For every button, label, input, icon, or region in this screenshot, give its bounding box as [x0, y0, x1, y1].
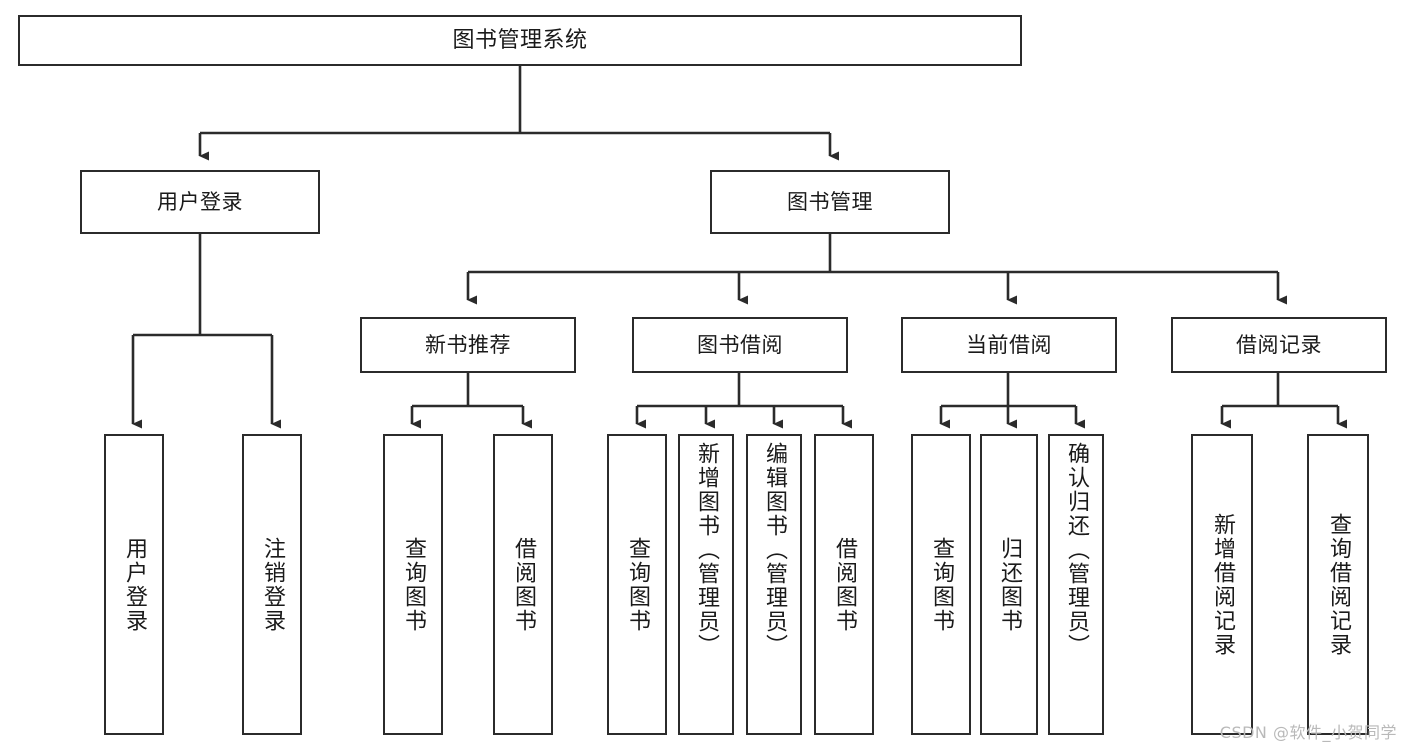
node-borrow-record-label: 借阅记录 [1236, 332, 1322, 357]
node-leaf-query-book-3[interactable]: 查询图书 [911, 434, 971, 735]
node-root-label: 图书管理系统 [452, 27, 588, 53]
node-leaf-add-record-label: 新增借阅记录 [1210, 512, 1235, 657]
node-leaf-return-book[interactable]: 归还图书 [980, 434, 1038, 735]
node-leaf-logout-label: 注销登录 [260, 536, 285, 633]
node-leaf-user-login[interactable]: 用户登录 [104, 434, 164, 735]
node-leaf-query-book-3-label: 查询图书 [929, 536, 954, 633]
node-borrow-record[interactable]: 借阅记录 [1171, 317, 1387, 373]
node-leaf-edit-book[interactable]: 编辑图书（管理员） [746, 434, 802, 735]
node-current-borrow-label: 当前借阅 [966, 332, 1052, 357]
node-leaf-logout[interactable]: 注销登录 [242, 434, 302, 735]
node-leaf-add-book[interactable]: 新增图书（管理员） [678, 434, 734, 735]
node-new-book-rec[interactable]: 新书推荐 [360, 317, 576, 373]
node-leaf-edit-book-label: 编辑图书（管理员） [762, 442, 787, 658]
node-leaf-query-record[interactable]: 查询借阅记录 [1307, 434, 1369, 735]
node-leaf-borrow-book-1-label: 借阅图书 [511, 536, 536, 633]
node-leaf-user-login-label: 用户登录 [122, 536, 147, 633]
node-book-borrow[interactable]: 图书借阅 [632, 317, 848, 373]
node-leaf-query-book-1-label: 查询图书 [401, 536, 426, 633]
node-leaf-confirm-return[interactable]: 确认归还（管理员） [1048, 434, 1104, 735]
node-leaf-add-book-label: 新增图书（管理员） [694, 442, 719, 658]
node-leaf-query-record-label: 查询借阅记录 [1326, 512, 1351, 657]
node-leaf-query-book-2[interactable]: 查询图书 [607, 434, 667, 735]
node-leaf-confirm-return-label: 确认归还（管理员） [1064, 442, 1089, 658]
watermark: CSDN @软件_小贺同学 [1219, 723, 1397, 742]
node-leaf-borrow-book-2[interactable]: 借阅图书 [814, 434, 874, 735]
node-user-login-label: 用户登录 [157, 189, 243, 214]
node-leaf-query-book-1[interactable]: 查询图书 [383, 434, 443, 735]
node-book-manage[interactable]: 图书管理 [710, 170, 950, 234]
node-leaf-borrow-book-2-label: 借阅图书 [832, 536, 857, 633]
node-book-manage-label: 图书管理 [787, 189, 873, 214]
node-current-borrow[interactable]: 当前借阅 [901, 317, 1117, 373]
node-leaf-borrow-book-1[interactable]: 借阅图书 [493, 434, 553, 735]
node-user-login[interactable]: 用户登录 [80, 170, 320, 234]
node-leaf-return-book-label: 归还图书 [997, 536, 1022, 633]
node-book-borrow-label: 图书借阅 [697, 332, 783, 357]
node-root[interactable]: 图书管理系统 [18, 15, 1022, 66]
node-leaf-query-book-2-label: 查询图书 [625, 536, 650, 633]
node-leaf-add-record[interactable]: 新增借阅记录 [1191, 434, 1253, 735]
node-new-book-rec-label: 新书推荐 [425, 332, 511, 357]
